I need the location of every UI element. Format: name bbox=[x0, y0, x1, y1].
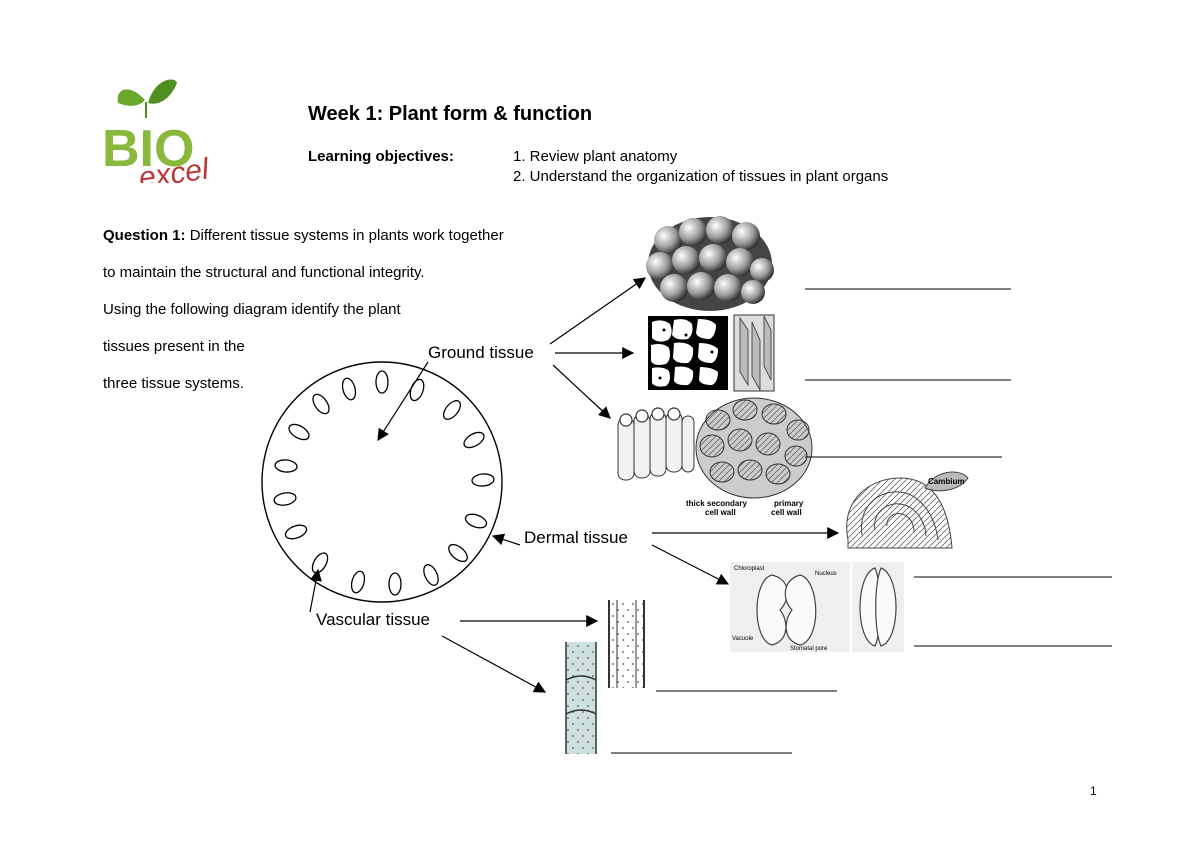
answer-blanks bbox=[611, 288, 1112, 754]
leaf-icon bbox=[117, 89, 145, 106]
page-number: 1 bbox=[1090, 784, 1097, 798]
page-title: Week 1: Plant form & function bbox=[308, 103, 593, 125]
primary-wall-label: primary bbox=[774, 499, 804, 508]
sieve-tube-illustration bbox=[565, 642, 597, 754]
dermal-tissue-label: Dermal tissue bbox=[524, 528, 628, 547]
ground-tissue-label: Ground tissue bbox=[428, 343, 534, 362]
question-line: tissues present in the bbox=[103, 338, 245, 355]
thick-wall-label: cell wall bbox=[705, 508, 736, 517]
cambium-label: Cambium bbox=[928, 477, 964, 486]
objective-item: 1. Review plant anatomy bbox=[513, 148, 678, 165]
sclerenchyma-illustration: thick secondary cell wall primary cell w… bbox=[617, 397, 813, 517]
question-line: Question 1: Different tissue systems in … bbox=[103, 227, 504, 244]
xylem-tube-illustration bbox=[608, 600, 645, 688]
question-label: Question 1: bbox=[103, 227, 186, 244]
leaf-icon bbox=[148, 79, 177, 104]
question-text: Different tissue systems in plants work … bbox=[189, 227, 504, 244]
vascular-tissue-label: Vascular tissue bbox=[316, 610, 431, 629]
label-arrows bbox=[309, 277, 840, 693]
question-line: three tissue systems. bbox=[103, 375, 244, 392]
nucleus-label: Nucleus bbox=[815, 571, 837, 577]
objectives-label: Learning objectives: bbox=[308, 148, 454, 165]
logo-word-bio: BIO bbox=[102, 120, 194, 178]
chloroplast-label: Chloroplast bbox=[734, 566, 765, 572]
vacuole-label: Vacuole bbox=[732, 636, 754, 642]
question-line: to maintain the structural and functiona… bbox=[103, 264, 425, 281]
thick-wall-label: thick secondary bbox=[686, 499, 747, 508]
stomatal-pore-label: Stomatal pore bbox=[790, 646, 828, 652]
parenchyma-cells-illustration bbox=[648, 314, 775, 392]
question-line: Using the following diagram identify the… bbox=[103, 301, 401, 318]
primary-wall-label: cell wall bbox=[771, 508, 802, 517]
thick-walled-cells-illustration bbox=[646, 216, 774, 311]
bioexcel-logo: BIO excel bbox=[102, 79, 212, 183]
objective-item: 2. Understand the organization of tissue… bbox=[513, 168, 889, 185]
periderm-illustration: Cambium bbox=[846, 471, 969, 549]
stomata-illustration: Chloroplast Nucleus Vacuole Stomatal por… bbox=[730, 562, 904, 652]
stem-cross-section bbox=[261, 361, 503, 603]
